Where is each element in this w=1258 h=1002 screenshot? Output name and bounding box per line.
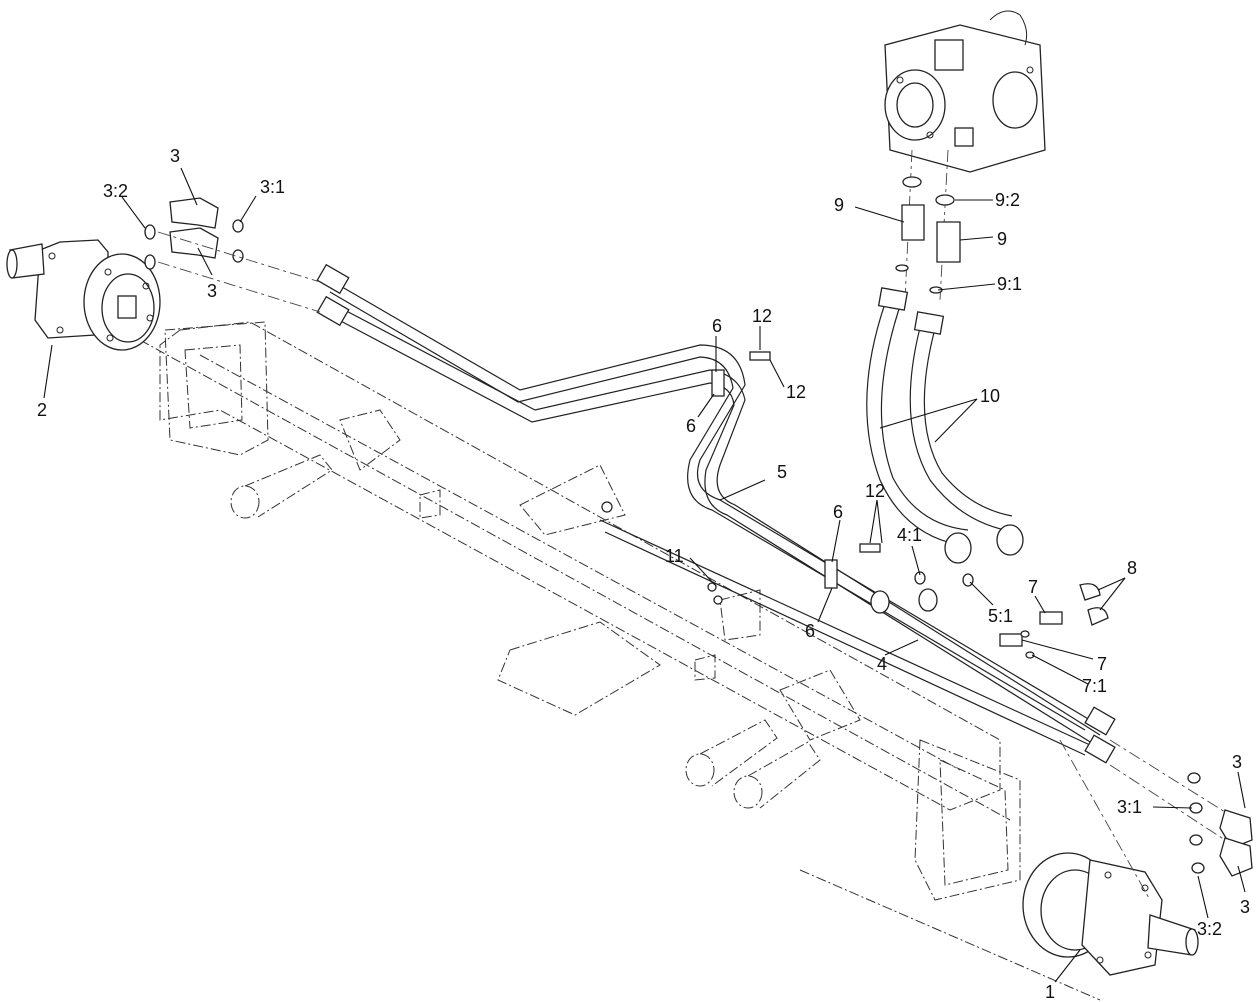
test-port-fittings xyxy=(999,583,1109,659)
callout-3-2: 3:2 xyxy=(1197,919,1222,939)
callout-12: 12 xyxy=(865,481,885,501)
callout-4: 4 xyxy=(877,654,887,674)
callout-7: 7 xyxy=(1097,654,1107,674)
callout-labels: 1 2 3 3 3 3 3:1 3:1 3:2 3:2 4 4:1 5 5:1 … xyxy=(37,146,1250,1002)
right-elbow-fittings xyxy=(1059,739,1253,901)
callout-7-1: 7:1 xyxy=(1082,676,1107,696)
callout-1: 1 xyxy=(1045,982,1055,1002)
callout-6: 6 xyxy=(833,502,843,522)
wheel-motor-left xyxy=(6,239,161,351)
pump-fittings xyxy=(895,176,961,294)
wheel-motor-right xyxy=(1022,852,1199,976)
callout-7: 7 xyxy=(1028,577,1038,597)
callout-12: 12 xyxy=(752,306,772,326)
tube-clamps xyxy=(711,369,838,589)
callout-12: 12 xyxy=(786,382,806,402)
callout-3: 3 xyxy=(207,281,217,301)
callout-6: 6 xyxy=(712,316,722,336)
callout-4-1: 4:1 xyxy=(897,525,922,545)
callout-5-1: 5:1 xyxy=(988,606,1013,626)
callout-9-2: 9:2 xyxy=(995,190,1020,210)
callout-3-2: 3:2 xyxy=(103,181,128,201)
leader-lines xyxy=(43,167,1246,983)
callout-3-1: 3:1 xyxy=(1117,797,1142,817)
callout-3: 3 xyxy=(170,146,180,166)
callout-8: 8 xyxy=(1127,558,1137,578)
callout-10: 10 xyxy=(980,386,1000,406)
callout-9: 9 xyxy=(997,229,1007,249)
callout-3-1: 3:1 xyxy=(260,177,285,197)
fasteners xyxy=(601,351,974,605)
callout-6: 6 xyxy=(686,416,696,436)
callout-9-1: 9:1 xyxy=(997,274,1022,294)
callout-3: 3 xyxy=(1240,897,1250,917)
callout-9: 9 xyxy=(834,195,844,215)
axle-frame xyxy=(139,321,1101,1001)
callout-2: 2 xyxy=(37,400,47,420)
callout-6: 6 xyxy=(805,621,815,641)
hydraulic-pump xyxy=(884,10,1046,173)
left-elbow-fittings xyxy=(144,197,321,313)
callout-11: 11 xyxy=(665,546,684,566)
callout-3: 3 xyxy=(1232,752,1242,772)
hose-assemblies xyxy=(866,287,1024,564)
callout-5: 5 xyxy=(777,462,787,482)
